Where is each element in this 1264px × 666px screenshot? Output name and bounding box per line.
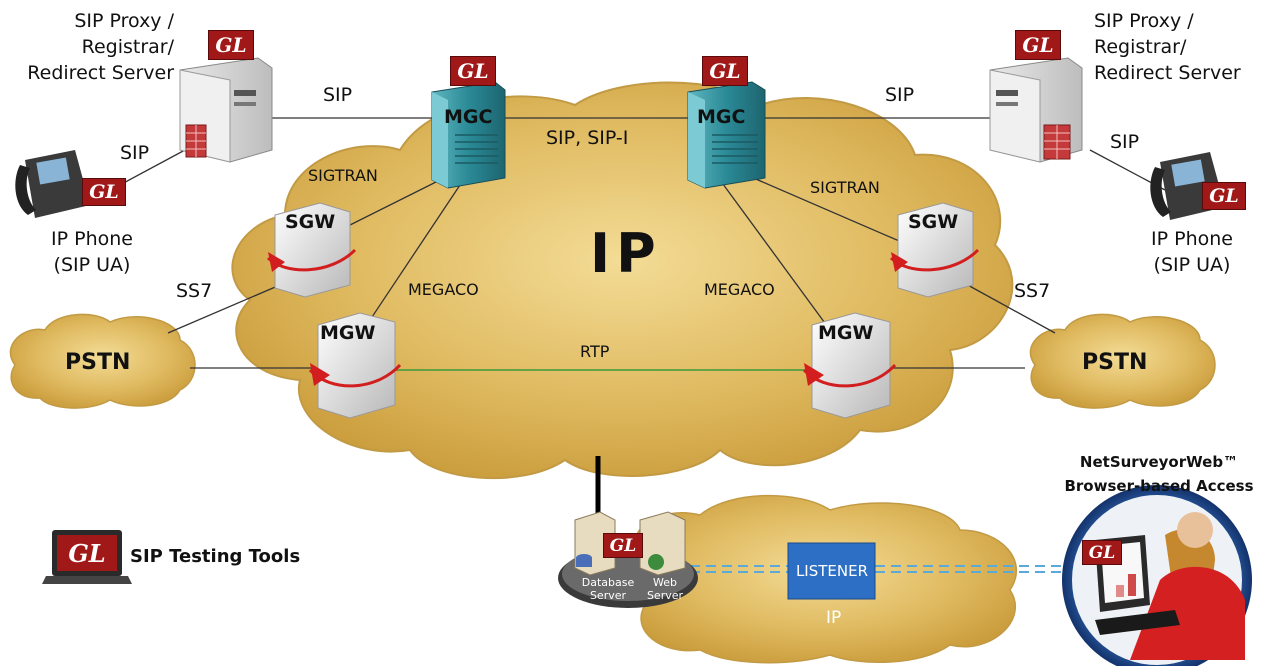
- link-label-sip-left-phone: SIP: [120, 142, 150, 164]
- proxy-server-left: [179, 57, 273, 163]
- link-pstn-sgw-right: [954, 277, 1056, 334]
- link-mgc-mgw-right: [719, 179, 831, 331]
- mgw-right: [802, 312, 897, 419]
- phone-label-left: IP Phone (SIP UA): [28, 226, 156, 278]
- link-label-sip-right-phone: SIP: [1110, 131, 1140, 153]
- phone-label-right-line: IP Phone: [1151, 228, 1233, 250]
- phone-label-left-line: IP Phone: [51, 228, 133, 250]
- ip-phone-left: [15, 150, 90, 218]
- web-server-label-line: Web: [653, 576, 677, 589]
- link-label-megaco-right: MEGACO: [704, 280, 775, 299]
- proxy-label-right-line: SIP Proxy /: [1094, 10, 1194, 32]
- link-label-sigtran-left: SIGTRAN: [308, 166, 378, 185]
- link-listener-dashed: [690, 565, 1065, 573]
- listener-label: LISTENER: [795, 562, 869, 580]
- proxy-label-right-line: Registrar/: [1094, 36, 1187, 58]
- link-label-ss7-right: SS7: [1014, 280, 1051, 302]
- phone-label-left-line: (SIP UA): [53, 254, 131, 276]
- gl-badge-proxy-right: GL: [1015, 30, 1061, 60]
- mgc-label-right: MGC: [697, 106, 746, 128]
- netsurveyor-portal: [1062, 485, 1252, 666]
- links: [117, 117, 1166, 371]
- pstn-cloud-left: [9, 313, 196, 409]
- sgw-left: [266, 202, 357, 298]
- link-mgc-mgw-left: [359, 184, 461, 336]
- gl-badge-proxy-left: GL: [208, 30, 254, 60]
- link-phone-proxy-left: [117, 149, 186, 187]
- gl-badge-phone-right: GL: [1202, 182, 1246, 210]
- listener-ip-label: IP: [826, 608, 842, 628]
- netsurveyor-title: NetSurveyorWeb™ Browser-based Access: [1064, 450, 1254, 498]
- web-server-label: Web Server: [640, 576, 690, 602]
- legend-label: SIP Testing Tools: [130, 546, 301, 567]
- proxy-server-right: [989, 57, 1083, 163]
- sgw-label-left: SGW: [285, 211, 336, 233]
- proxy-label-left: SIP Proxy / Registrar/ Redirect Server: [18, 8, 174, 86]
- database-server-label-line: Server: [589, 589, 627, 602]
- gl-badge-phone-left: GL: [82, 178, 126, 206]
- gl-badge-mgc-left: GL: [450, 56, 496, 86]
- mgw-label-left: MGW: [320, 322, 376, 344]
- mgw-left: [308, 312, 402, 419]
- netsurveyor-title-line: Browser-based Access: [1064, 477, 1254, 495]
- listener-box: [787, 542, 876, 600]
- mgw-label-right: MGW: [818, 322, 874, 344]
- sgw-label-right: SGW: [908, 211, 959, 233]
- proxy-label-right-line: Redirect Server: [1094, 62, 1241, 84]
- link-label-ss7-left: SS7: [176, 280, 213, 302]
- gl-badge-mgc-right: GL: [702, 56, 748, 86]
- pstn-cloud-right: [1029, 313, 1216, 409]
- link-pstn-sgw-left: [167, 284, 281, 334]
- web-server-label-line: Server: [646, 589, 684, 602]
- link-mgc-sgw-right: [734, 169, 921, 251]
- sgw-right: [889, 202, 980, 298]
- legend-laptop: [42, 530, 132, 584]
- gl-badge-servers: GL: [603, 533, 643, 558]
- mgc-right: [687, 81, 766, 189]
- ip-cloud-label: IP: [590, 222, 662, 285]
- gl-badge-portal: GL: [1082, 540, 1122, 565]
- link-label-rtp: RTP: [580, 342, 610, 361]
- proxy-label-left-line: SIP Proxy /: [74, 10, 174, 32]
- phone-label-right: IP Phone (SIP UA): [1128, 226, 1256, 278]
- gl-badge-legend: GL: [68, 538, 106, 568]
- mgc-label-left: MGC: [444, 106, 493, 128]
- link-label-sip-left-top: SIP: [323, 84, 353, 106]
- database-server-label-line: Database: [581, 576, 635, 589]
- pstn-label-left: PSTN: [65, 350, 131, 375]
- proxy-label-right: SIP Proxy / Registrar/ Redirect Server: [1094, 8, 1241, 86]
- database-server-label: Database Server: [576, 576, 640, 602]
- pstn-label-right: PSTN: [1082, 350, 1148, 375]
- server-pod: [558, 511, 698, 608]
- proxy-label-left-line: Registrar/: [81, 36, 174, 58]
- mgc-left: [431, 81, 506, 189]
- link-label-sip-right-top: SIP: [885, 84, 915, 106]
- netsurveyor-title-line: NetSurveyorWeb™: [1079, 453, 1239, 471]
- phone-label-right-line: (SIP UA): [1153, 254, 1231, 276]
- proxy-label-left-line: Redirect Server: [27, 62, 174, 84]
- link-label-mgc-mgc: SIP, SIP-I: [546, 127, 629, 149]
- link-label-sigtran-right: SIGTRAN: [810, 178, 880, 197]
- link-label-megaco-left: MEGACO: [408, 280, 479, 299]
